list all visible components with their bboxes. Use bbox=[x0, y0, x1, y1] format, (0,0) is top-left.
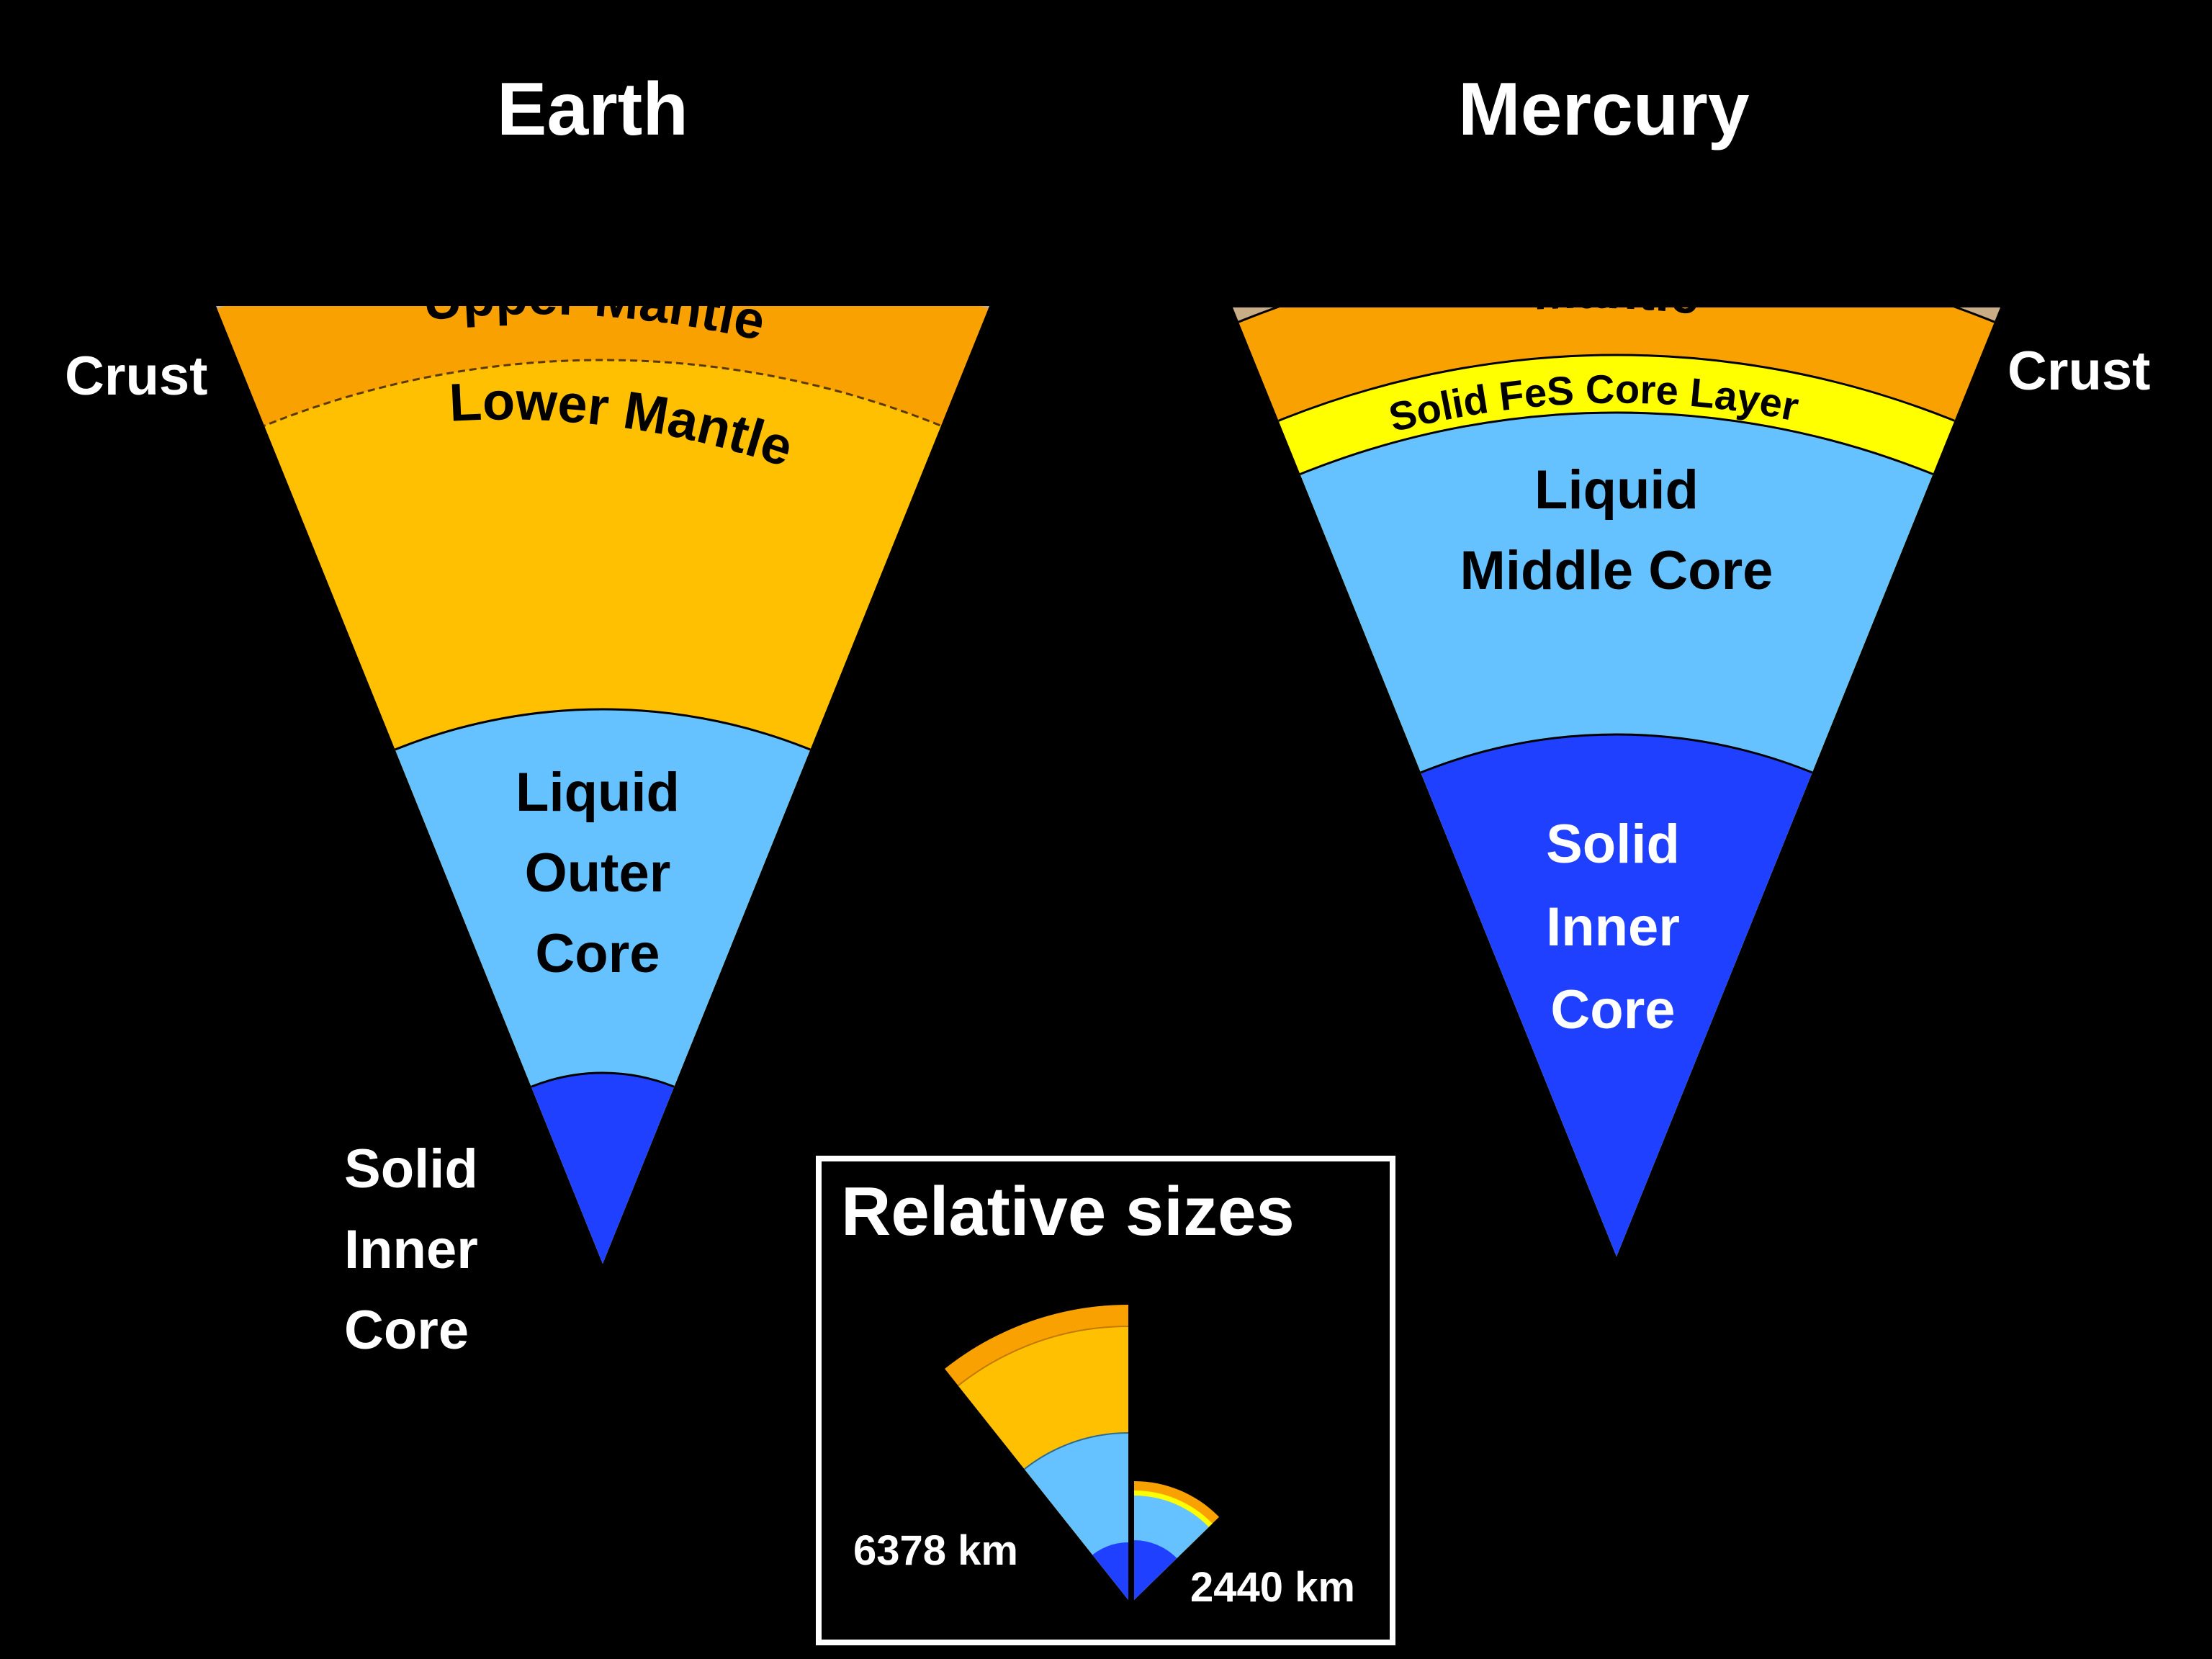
mercury-crust-label: Crust bbox=[2008, 341, 2151, 402]
earth-lower-mantle bbox=[216, 359, 989, 1264]
mercury-fes-layer bbox=[1233, 354, 2000, 1256]
mercury-title: Mercury bbox=[1458, 68, 1750, 151]
relative-sizes-box bbox=[816, 1156, 1395, 1645]
mercury-radius-label: 2440 km bbox=[1190, 1564, 1355, 1611]
mercury-middle-core bbox=[1233, 411, 2000, 1256]
earth-outer-core-label: Liquid Outer Core bbox=[516, 762, 680, 984]
earth-inner-core-label: Solid Inner Core bbox=[344, 1138, 478, 1361]
mercury-middle-core-label: Liquid Middle Core bbox=[1460, 459, 1773, 601]
mercury-inner-core-label: Solid Inner Core bbox=[1546, 814, 1680, 1040]
earth-crust-label: Crust bbox=[65, 346, 208, 407]
mercury-mantle-label: Mantle bbox=[1532, 262, 1702, 326]
earth-title: Earth bbox=[497, 68, 688, 151]
earth-radius-label: 6378 km bbox=[853, 1527, 1018, 1574]
relative-sizes-title: Relative sizes bbox=[841, 1173, 1295, 1250]
